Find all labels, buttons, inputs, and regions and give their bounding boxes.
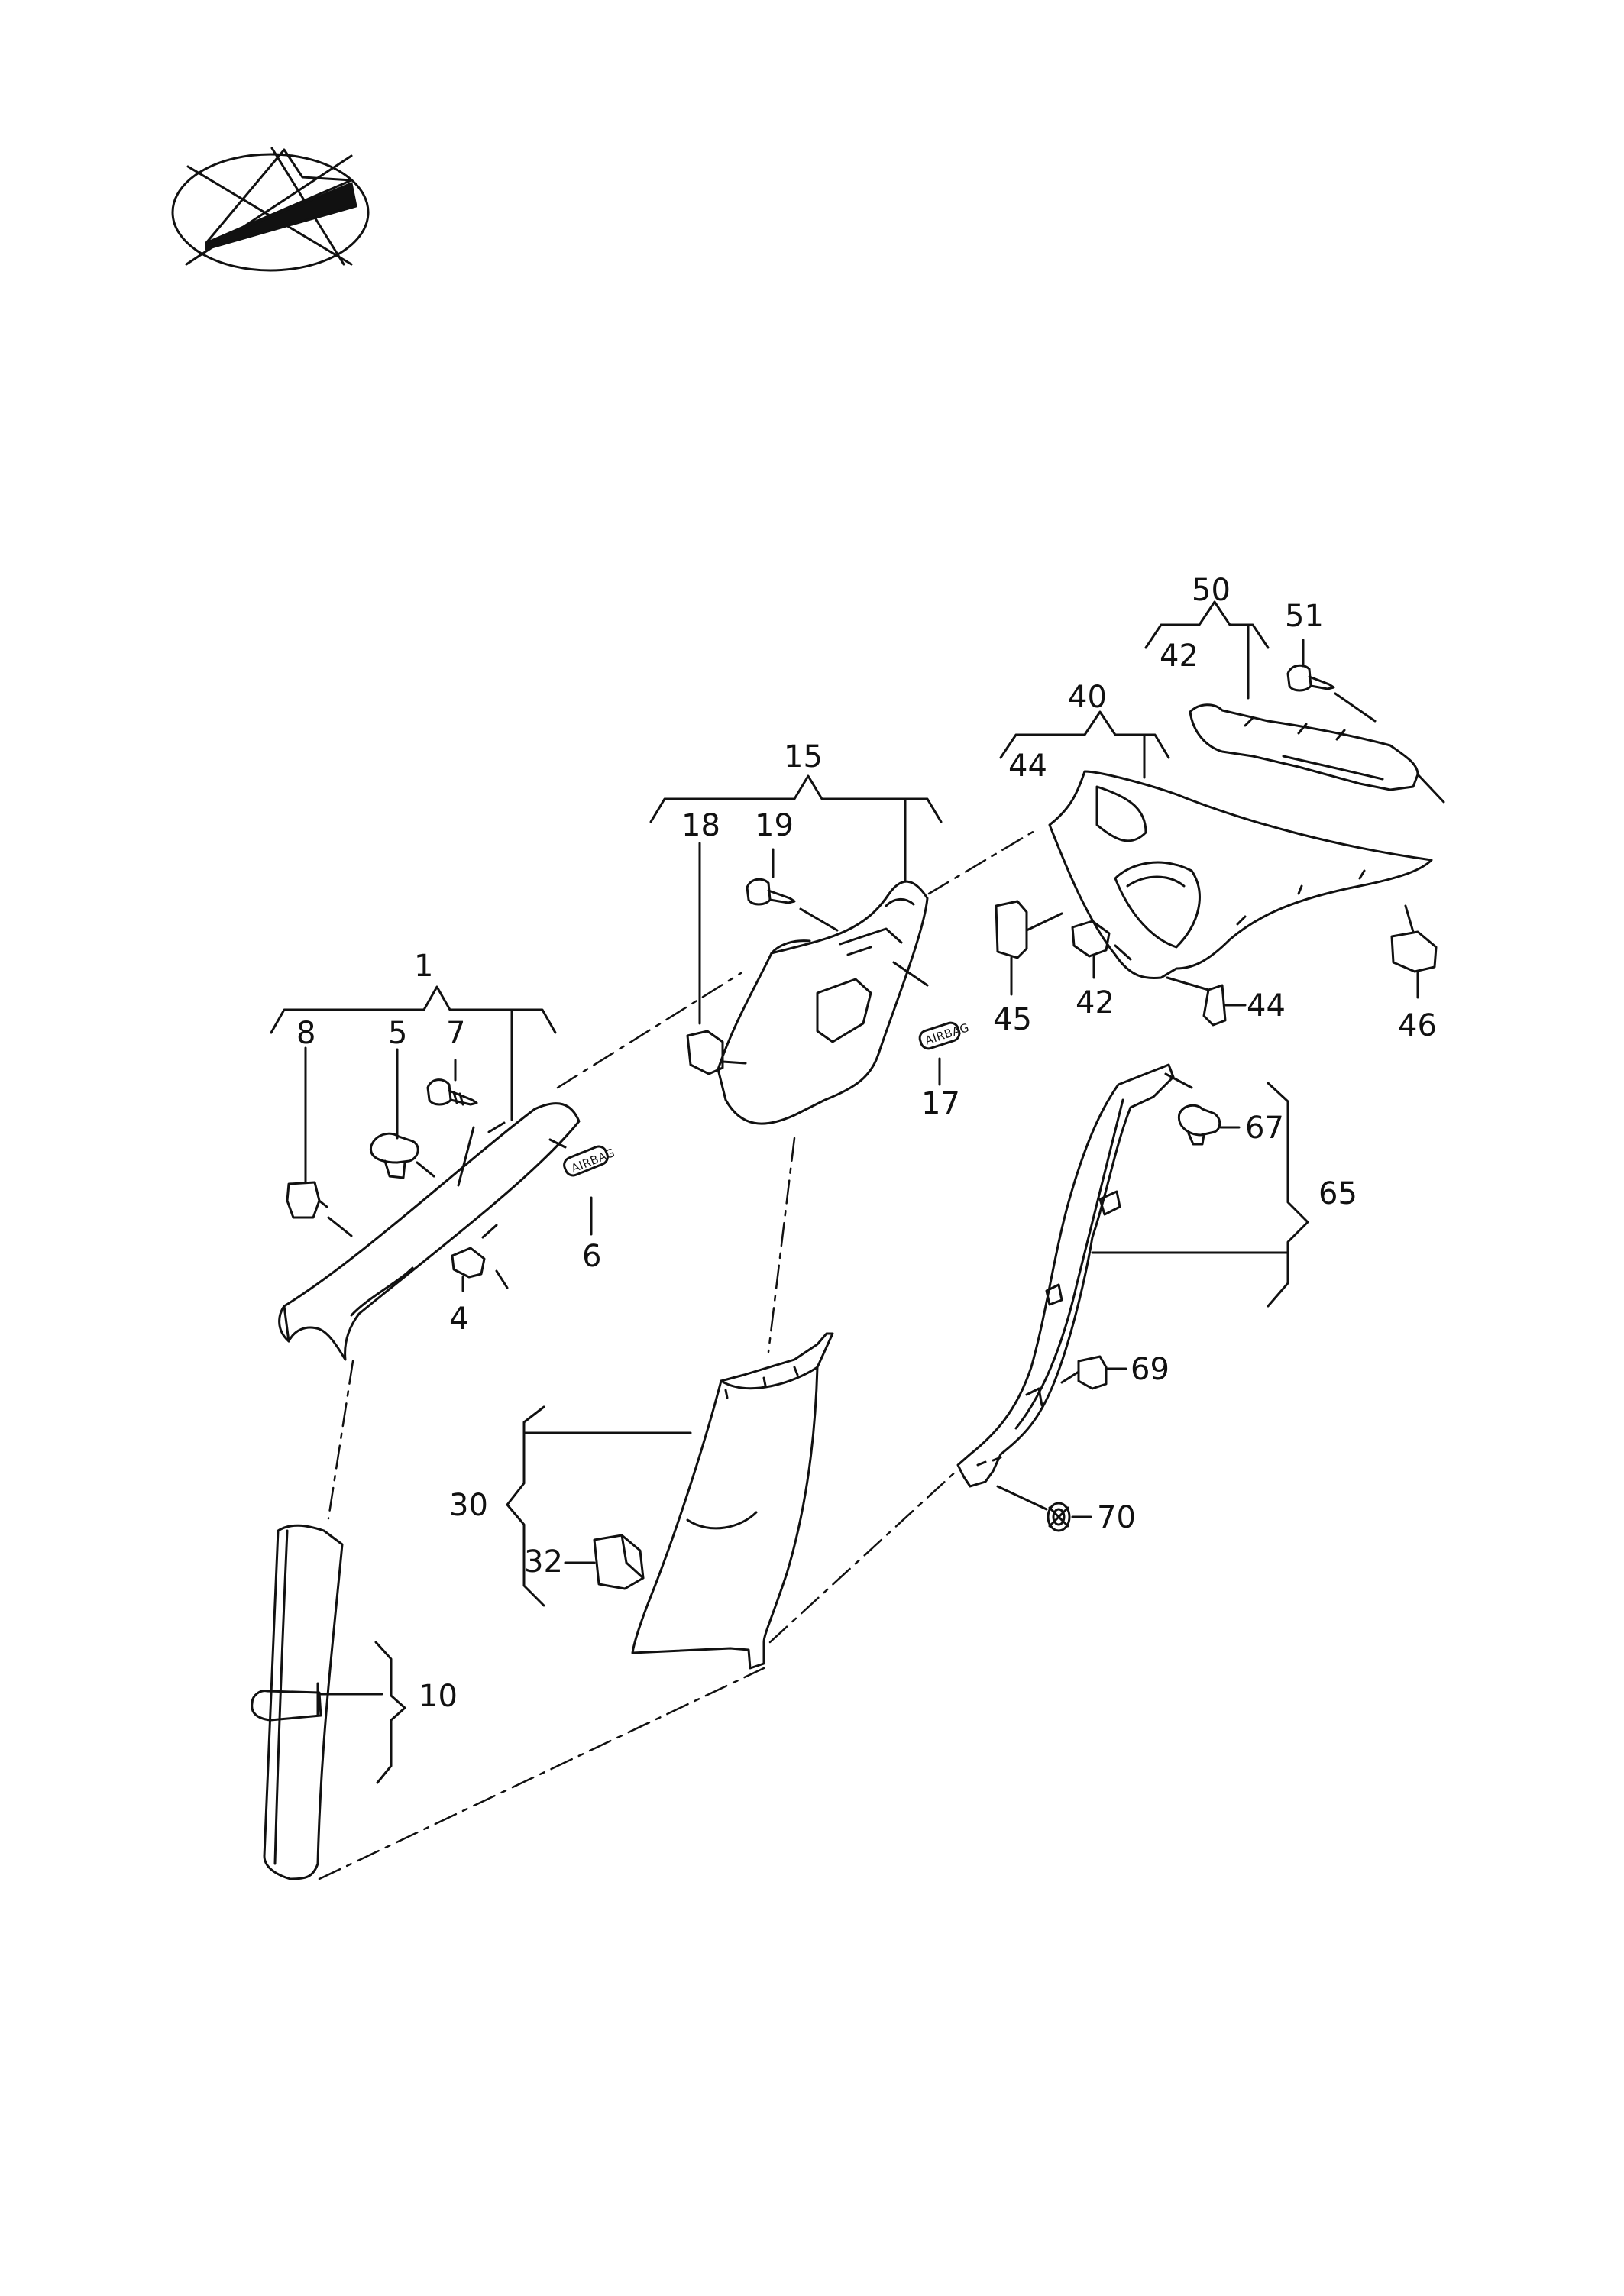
callout-30: 30 (449, 1488, 488, 1523)
bracket-group-30 (506, 1405, 692, 1607)
callout-18: 18 (681, 808, 720, 843)
callout-5: 5 (388, 1016, 407, 1051)
callout-4: 4 (449, 1302, 468, 1337)
callout-51: 51 (1285, 599, 1324, 634)
part-5-fastener (369, 1048, 435, 1179)
b-pillar-lower-trim (631, 1332, 834, 1670)
rear-trim-bracket (1189, 703, 1445, 804)
part-32-clip (564, 1534, 645, 1590)
callout-42-mid: 42 (1076, 985, 1114, 1020)
bracket-group-50 (1144, 600, 1270, 700)
part-67-fastener (1177, 1104, 1241, 1146)
a-pillar-lower-trim (251, 1524, 383, 1880)
part-6-airbag-badge: AIRBAG (563, 1145, 617, 1177)
callout-67: 67 (1245, 1111, 1284, 1146)
callout-40: 40 (1068, 680, 1107, 715)
part-18-clip (686, 1030, 747, 1075)
assembly-lines (318, 829, 1036, 1880)
part-42-clip (1071, 920, 1132, 979)
callout-45: 45 (993, 1002, 1032, 1037)
callout-46: 46 (1398, 1008, 1437, 1043)
orientation-compass-icon (171, 147, 370, 272)
callout-6: 6 (582, 1239, 601, 1274)
callout-65: 65 (1318, 1176, 1357, 1211)
callout-8: 8 (296, 1016, 315, 1051)
bracket-group-10 (374, 1641, 406, 1784)
bracket-group-15 (649, 774, 943, 1025)
callout-15: 15 (784, 739, 823, 774)
svg-text:AIRBAG: AIRBAG (569, 1146, 616, 1175)
part-8-clip (286, 1046, 353, 1237)
sill-trim (956, 1063, 1193, 1488)
callout-32: 32 (524, 1544, 563, 1580)
callout-17: 17 (921, 1086, 960, 1121)
callout-19: 19 (755, 808, 794, 843)
callout-44-top: 44 (1008, 749, 1047, 784)
callout-69: 69 (1131, 1352, 1169, 1387)
bracket-group-40 (999, 710, 1170, 779)
part-44-clip (1166, 976, 1247, 1027)
part-45-clip (995, 900, 1063, 996)
part-51-screw (1286, 639, 1377, 723)
part-19-screw (746, 848, 839, 932)
callout-44-mid: 44 (1247, 988, 1286, 1023)
part-17-airbag-badge: AIRBAG (918, 1020, 971, 1050)
callout-7: 7 (446, 1016, 465, 1051)
callout-70: 70 (1097, 1500, 1136, 1535)
callout-1: 1 (414, 949, 433, 984)
callout-50: 50 (1192, 573, 1231, 608)
part-46-clip (1390, 904, 1438, 999)
part-69-clip (1060, 1355, 1127, 1390)
b-pillar-upper-trim (717, 880, 929, 1125)
c-pillar-trim (1048, 770, 1433, 979)
callout-10: 10 (419, 1679, 458, 1714)
a-pillar-upper-trim (278, 1102, 581, 1361)
part-4-clip (451, 1224, 509, 1292)
bracket-group-65 (1091, 1082, 1309, 1308)
part-7-screw (426, 1059, 478, 1106)
part-70-grommet (996, 1485, 1092, 1532)
callout-42-top: 42 (1160, 639, 1199, 674)
bracket-group-1 (270, 985, 557, 1121)
